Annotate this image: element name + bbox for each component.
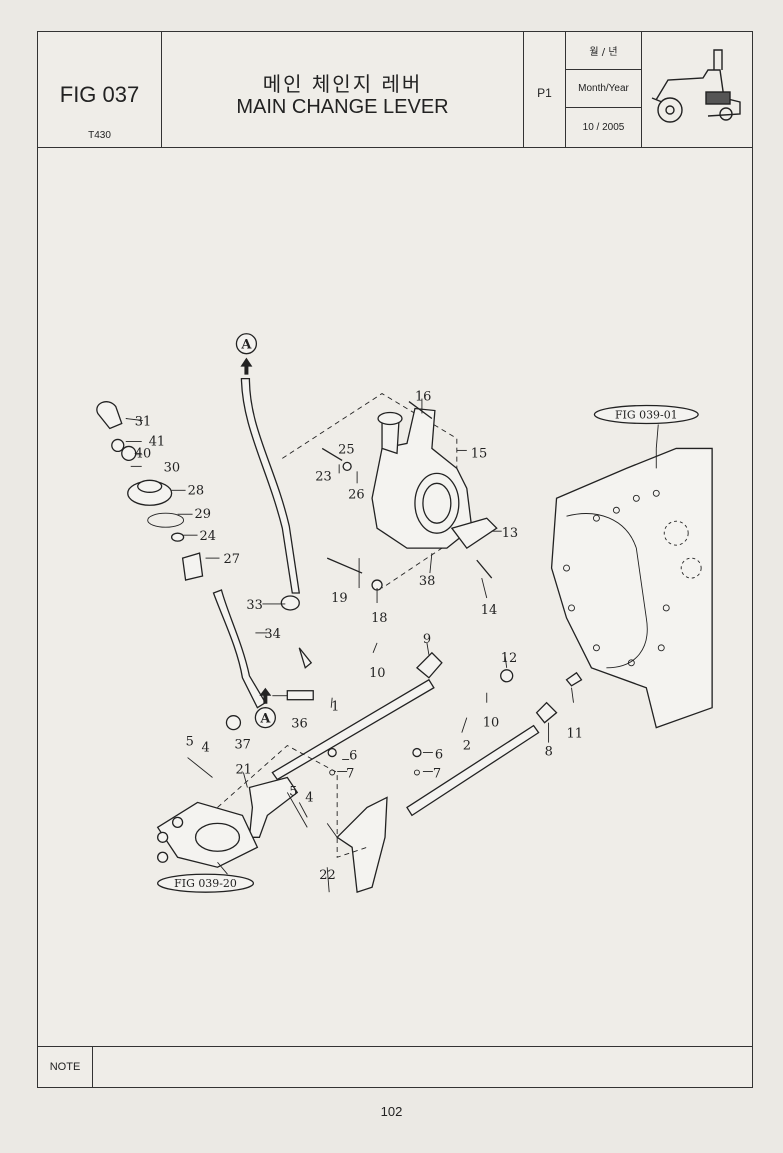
shift-rods-forks: [156, 651, 583, 894]
callout: 1: [331, 700, 339, 715]
callout: 34: [264, 627, 280, 642]
callout: 30: [164, 460, 180, 475]
logo-cell: [642, 32, 752, 147]
callout: 5: [289, 784, 297, 799]
callout: 38: [419, 574, 435, 589]
callout: 15: [471, 446, 487, 461]
callout: 19: [331, 591, 347, 606]
callout: 10: [369, 666, 385, 681]
ref-tag-fig-039-20: FIG 039-20: [157, 873, 255, 893]
callout: 16: [415, 390, 431, 405]
callout: 5: [186, 735, 194, 750]
callout: 6: [349, 749, 357, 764]
callout: 13: [502, 526, 518, 541]
callout: 4: [202, 741, 210, 756]
figure-number-cell: FIG 037 T430: [38, 32, 162, 147]
callout: 28: [188, 483, 204, 498]
callout: 25: [338, 442, 354, 457]
callout: 18: [371, 611, 387, 626]
callout: 31: [135, 414, 151, 429]
note-row: NOTE: [38, 1046, 752, 1087]
ref-fig-039-01: FIG 039-01: [615, 409, 678, 422]
callout: 26: [348, 487, 364, 502]
leader-lines: [125, 398, 659, 893]
page-number: 102: [380, 1104, 403, 1119]
tractor-icon: [651, 49, 741, 123]
callout: 14: [481, 603, 497, 618]
callout: 40: [135, 446, 151, 461]
marker-a-label: A: [259, 712, 271, 727]
callout-numbers: 1 2 4 4 5 5 6 6 7 7 8 9 10 10 11 12 13 1…: [135, 390, 583, 884]
callout: 33: [246, 598, 262, 613]
sheet-header: FIG 037 T430 메인 체인지 레버 MAIN CHANGE LEVER…: [38, 32, 752, 148]
date-korean-label: 월 / 년: [566, 32, 641, 70]
callout: 9: [423, 632, 431, 647]
callout: 8: [545, 745, 553, 760]
date-cell: 월 / 년 Month/Year 10 / 2005: [566, 32, 642, 147]
date-value: 10 / 2005: [582, 121, 625, 133]
title-korean: 메인 체인지 레버: [262, 72, 423, 96]
transmission-housing: [550, 447, 713, 729]
title-english: MAIN CHANGE LEVER: [236, 96, 449, 118]
marker-a-top: A: [235, 333, 258, 375]
callout: 2: [463, 739, 471, 754]
callout: 29: [195, 507, 211, 522]
figure-number: FIG 037: [59, 82, 140, 107]
marker-a-label: A: [240, 338, 252, 353]
note-label: NOTE: [38, 1047, 93, 1087]
callout: 10: [483, 716, 499, 731]
callout: 11: [567, 727, 583, 742]
exploded-parts-diagram: A A FIG 039-01 FIG 039-20 1 2 4 4 5 5 6 …: [96, 333, 713, 894]
title-cell: 메인 체인지 레버 MAIN CHANGE LEVER: [162, 32, 524, 147]
ref-fig-039-20: FIG 039-20: [174, 877, 237, 890]
callout: 12: [501, 651, 517, 666]
callout: 24: [200, 529, 216, 544]
callout: 6: [435, 748, 443, 763]
parts-sheet: FIG 037 T430 메인 체인지 레버 MAIN CHANGE LEVER…: [37, 31, 753, 1088]
callout: 21: [235, 763, 251, 778]
callout: 36: [291, 717, 307, 732]
shift-cover-assembly: [282, 393, 498, 591]
callout: 23: [315, 469, 331, 484]
callout: 22: [319, 868, 335, 883]
page-cell: P1: [524, 32, 566, 147]
marker-a-bottom: A: [254, 687, 276, 729]
callout: 41: [149, 434, 165, 449]
model-code: T430: [88, 130, 111, 141]
callout: 37: [234, 738, 250, 753]
callout: 7: [433, 766, 441, 781]
main-change-lever: [96, 377, 314, 731]
sheet-page-code: P1: [537, 86, 552, 100]
callout: 7: [346, 766, 354, 781]
callout: 27: [223, 552, 239, 567]
date-label: Month/Year: [566, 70, 641, 108]
ref-tag-fig-039-01: FIG 039-01: [593, 404, 699, 425]
callout: 4: [305, 790, 313, 805]
